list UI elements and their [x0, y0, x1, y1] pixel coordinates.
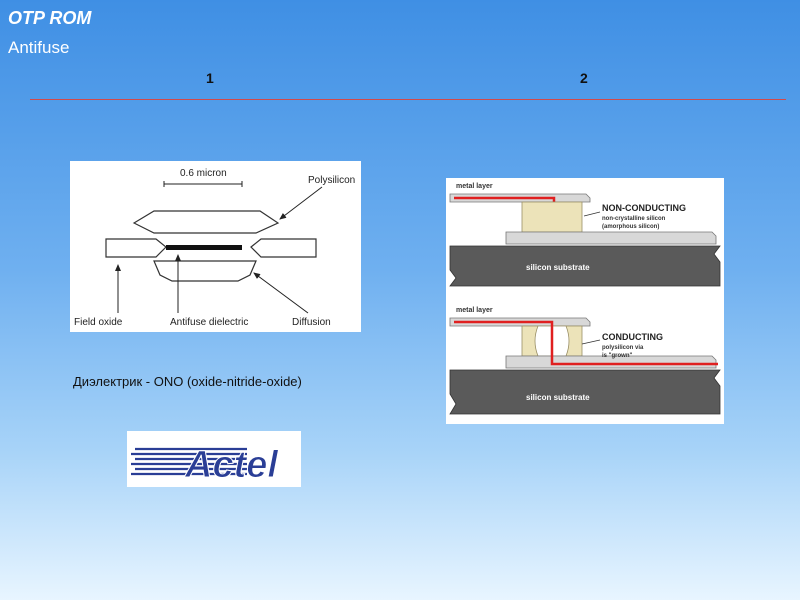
metal-conductor-trace-top [454, 196, 556, 202]
field-oxide-right [250, 238, 317, 258]
diffusion-label: Diffusion [292, 317, 331, 328]
slide-title: OTP ROM [8, 8, 92, 28]
column-label-2: 2 [580, 70, 588, 86]
conducting-trace [454, 320, 718, 366]
conducting-desc-1: polysilicon via [602, 345, 644, 351]
polysilicon-label: Polysilicon [308, 175, 355, 186]
silicon-substrate-top [449, 245, 721, 287]
lower-metal-top [505, 231, 717, 245]
dimension-label: 0.6 micron [180, 168, 227, 179]
amorphous-silicon-top [521, 201, 583, 233]
non-conducting-pointer [583, 211, 601, 217]
metal-layer-label-top: metal layer [456, 183, 493, 190]
non-conducting-label: NON-CONDUCTING [602, 203, 686, 213]
silicon-substrate-bottom [449, 369, 721, 415]
substrate-label-top: silicon substrate [526, 263, 590, 272]
polysilicon-layer [132, 210, 280, 234]
conducting-state: metal layer silicon substrate CONDUCTING… [449, 307, 721, 415]
metal-layer-label-bottom: metal layer [456, 307, 493, 314]
antifuse-cross-section-diagram: 0.6 micron Polysilicon Field oxide Antif… [70, 161, 361, 332]
dielectric-caption: Диэлектрик - ONO (oxide-nitride-oxide) [73, 374, 302, 389]
conducting-desc-2: is "grown" [602, 353, 633, 359]
substrate-label-bottom: silicon substrate [526, 393, 590, 402]
polysilicon-arrow [279, 186, 323, 220]
slide-subtitle: Antifuse [8, 38, 70, 57]
field-oxide-label: Field oxide [74, 317, 123, 328]
diffusion-arrow [253, 272, 309, 314]
non-conducting-state: metal layer silicon substrate NON-CONDUC… [449, 183, 721, 287]
actel-logo-svg: Actel [131, 444, 280, 487]
conducting-label: CONDUCTING [602, 332, 663, 342]
antifuse-dielectric-label: Antifuse dielectric [170, 317, 248, 328]
column-label-1: 1 [206, 70, 214, 86]
non-conducting-desc-2: (amorphous silicon) [602, 224, 659, 230]
antifuse-state-svg: metal layer silicon substrate NON-CONDUC… [449, 183, 721, 415]
antifuse-state-diagram: metal layer silicon substrate NON-CONDUC… [446, 178, 724, 424]
diffusion-layer [153, 260, 257, 282]
field-oxide-left [105, 238, 167, 258]
title-divider [30, 99, 786, 100]
logo-speed-lines [131, 447, 247, 476]
actel-logo-text: Actel [184, 444, 279, 486]
non-conducting-desc-1: non-crystalline silicon [602, 216, 666, 222]
antifuse-dielectric-layer [166, 245, 242, 250]
antifuse-cross-section-svg: 0.6 micron Polysilicon Field oxide Antif… [74, 168, 355, 328]
conducting-pointer [581, 339, 601, 345]
actel-logo: Actel [127, 431, 301, 487]
